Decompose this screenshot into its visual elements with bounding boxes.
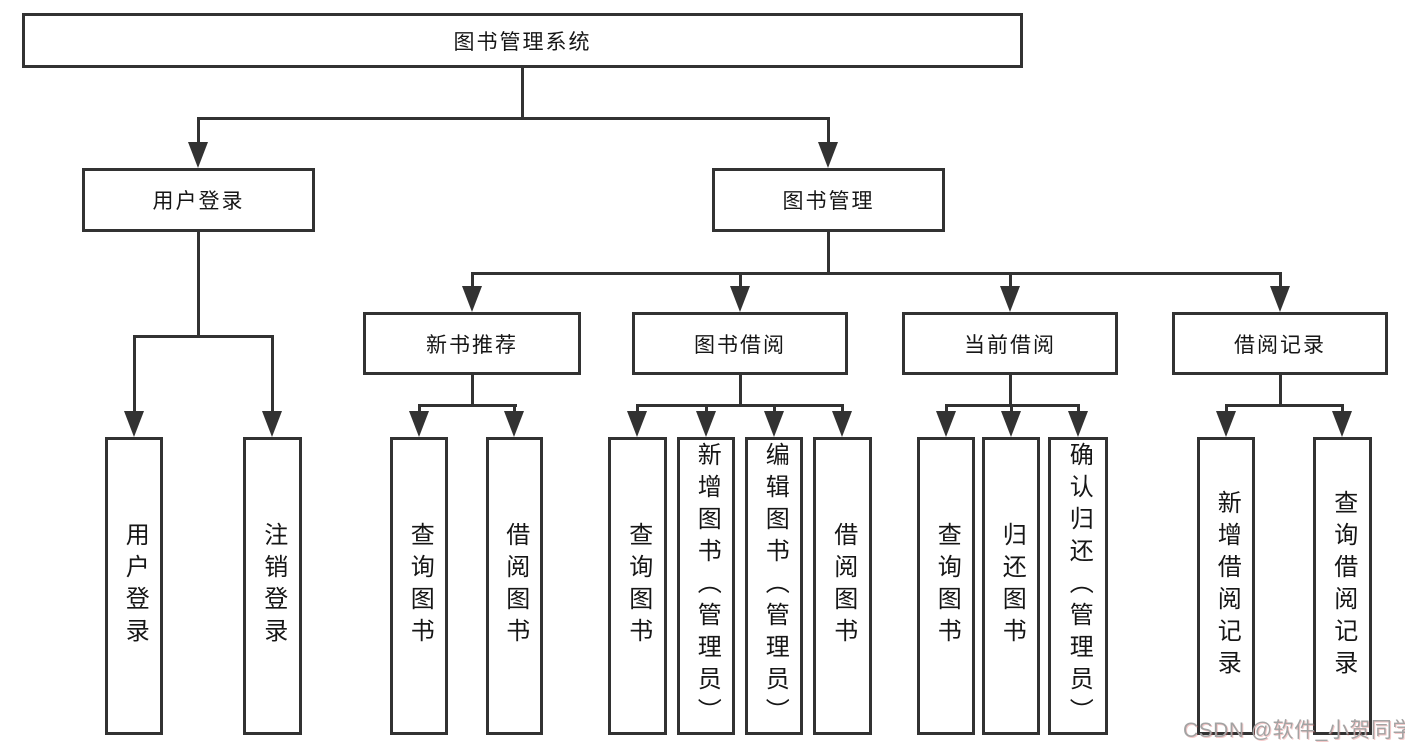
leaf-borrowing-borrow-books: 借阅图书 [813,437,872,735]
arrow-down-icon [504,411,524,437]
edge-root-shaft-right [827,117,830,146]
arrow-down-icon [1270,286,1290,312]
edge-userlogin-shaft-1 [133,335,136,415]
leaf-borrowing-edit-books-admin: 编辑图书（管理员） [745,437,803,735]
node-borrowing-records: 借阅记录 [1172,312,1388,375]
leaf-recommend-query-books: 查询图书 [390,437,448,735]
arrow-down-icon [124,411,144,437]
edge-borrowing-shaft-1 [636,404,639,416]
edge-borrowing-shaft-3 [773,404,776,416]
arrow-down-icon [409,411,429,437]
edge-root-hline [197,117,829,120]
arrow-down-icon [1332,411,1352,437]
edge-borrowing-hline [636,404,844,407]
arrow-down-icon [462,286,482,312]
leaf-records-query-record-label: 查询借阅记录 [1329,490,1357,682]
arrow-down-icon [188,142,208,168]
leaf-records-add-record-label: 新增借阅记录 [1213,490,1241,682]
leaf-current-return-books: 归还图书 [982,437,1040,735]
leaf-borrowing-add-books-admin: 新增图书（管理员） [677,437,735,735]
arrow-down-icon [1000,286,1020,312]
leaf-current-confirm-return-admin-label: 确认归还（管理员） [1065,442,1093,730]
edge-borrowing-shaft-4 [841,404,844,416]
edge-root-shaft-left [197,117,200,146]
leaf-records-query-record: 查询借阅记录 [1313,437,1372,735]
edge-bookmgmt-shaft-2 [739,272,742,290]
leaf-borrowing-add-books-admin-label: 新增图书（管理员） [693,442,721,730]
node-new-book-recommend: 新书推荐 [363,312,581,375]
arrow-down-icon [696,411,716,437]
arrow-down-icon [832,411,852,437]
edge-userlogin-vline [197,232,200,338]
edge-records-hline [1225,404,1344,407]
leaf-borrowing-borrow-books-label: 借阅图书 [829,522,857,650]
arrow-down-icon [1001,411,1021,437]
edge-borrowing-shaft-2 [705,404,708,416]
edge-bookmgmt-vline [827,232,830,275]
leaf-user-login-label: 用户登录 [121,522,149,650]
csdn-watermark: CSDN @软件_小贺同学 [1183,719,1405,742]
edge-userlogin-hline [133,335,274,338]
edge-recommend-shaft-2 [513,404,516,416]
edge-bookmgmt-hline [471,272,1281,275]
arrow-down-icon [1216,411,1236,437]
leaf-current-query-books-label: 查询图书 [933,522,961,650]
leaf-borrowing-edit-books-admin-label: 编辑图书（管理员） [761,442,789,730]
leaf-borrowing-query-books: 查询图书 [608,437,667,735]
edge-records-shaft-2 [1341,404,1344,416]
node-user-login: 用户登录 [82,168,315,232]
edge-current-shaft-3 [1077,404,1080,416]
leaf-recommend-borrow-books: 借阅图书 [486,437,543,735]
edge-records-vline [1279,375,1282,407]
leaf-user-login: 用户登录 [105,437,163,735]
edge-recommend-hline [418,404,517,407]
edge-recommend-shaft-1 [418,404,421,416]
edge-current-vline [1009,375,1012,407]
leaf-recommend-query-books-label: 查询图书 [406,522,434,650]
arrow-down-icon [262,411,282,437]
edge-root-vline [521,68,524,120]
edge-current-shaft-1 [945,404,948,416]
edge-bookmgmt-shaft-4 [1279,272,1282,290]
edge-current-shaft-2 [1010,404,1013,416]
edge-bookmgmt-shaft-3 [1009,272,1012,290]
edge-borrowing-vline [739,375,742,407]
arrow-down-icon [818,142,838,168]
leaf-logout-label: 注销登录 [259,522,287,650]
edge-records-shaft-1 [1225,404,1228,416]
leaf-recommend-borrow-books-label: 借阅图书 [501,522,529,650]
node-current-borrowing: 当前借阅 [902,312,1118,375]
arrow-down-icon [627,411,647,437]
edge-bookmgmt-shaft-1 [471,272,474,290]
leaf-borrowing-query-books-label: 查询图书 [624,522,652,650]
node-book-borrowing: 图书借阅 [632,312,848,375]
leaf-current-query-books: 查询图书 [917,437,975,735]
edge-userlogin-shaft-2 [271,335,274,415]
arrow-down-icon [1068,411,1088,437]
arrow-down-icon [730,286,750,312]
node-library-system: 图书管理系统 [22,13,1023,68]
node-book-management: 图书管理 [712,168,945,232]
leaf-logout: 注销登录 [243,437,302,735]
leaf-records-add-record: 新增借阅记录 [1197,437,1255,735]
leaf-current-confirm-return-admin: 确认归还（管理员） [1048,437,1108,735]
arrow-down-icon [936,411,956,437]
leaf-current-return-books-label: 归还图书 [998,522,1026,650]
edge-recommend-vline [471,375,474,407]
arrow-down-icon [764,411,784,437]
